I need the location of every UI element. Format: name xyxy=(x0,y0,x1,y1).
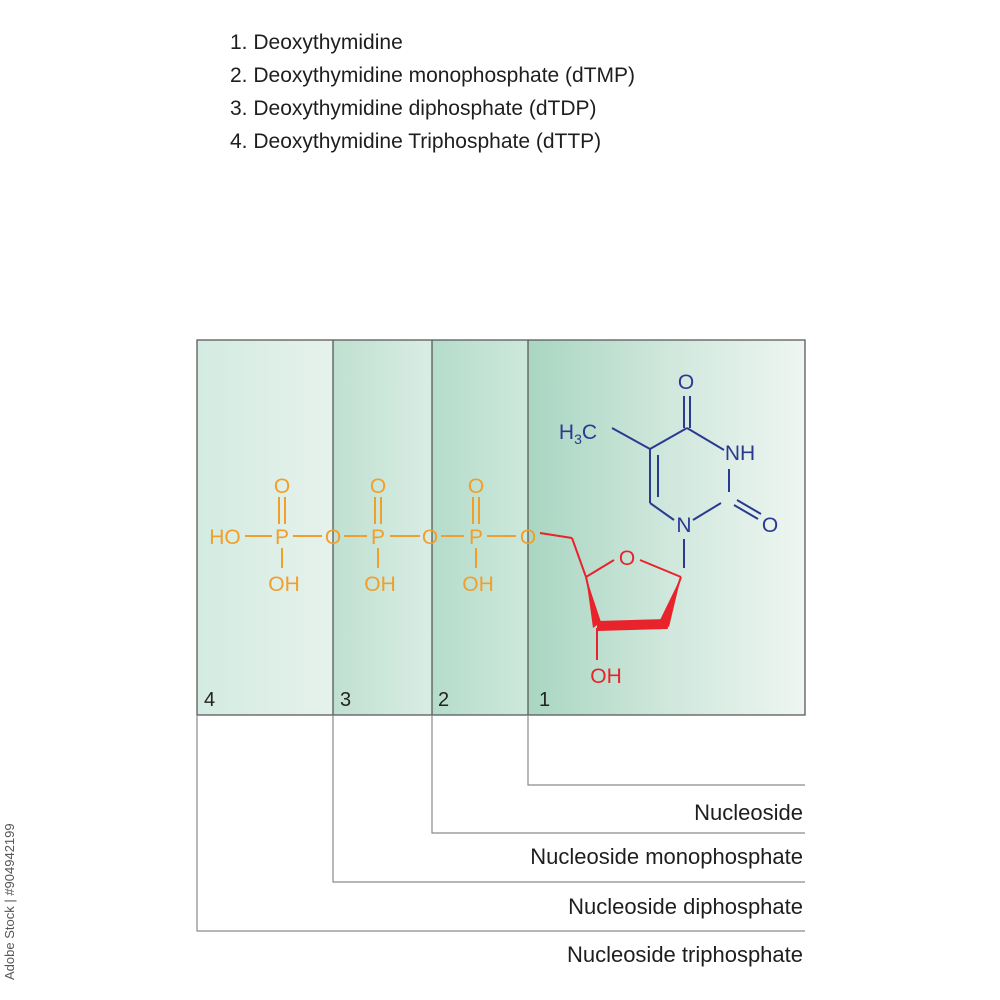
methyl-subscript: 3 xyxy=(574,431,582,447)
phosphorus-gamma: P xyxy=(275,526,289,549)
terminal-hydroxyl: HO xyxy=(209,526,241,549)
methyl-carbon: C xyxy=(582,421,597,444)
legend-name: Deoxythymidine xyxy=(253,31,403,54)
imide-nh: NH xyxy=(725,442,755,465)
legend-name: Deoxythymidine diphosphate (dTDP) xyxy=(253,97,597,120)
hydroxyl-gamma: OH xyxy=(268,573,300,596)
compound-legend: 1. Deoxythymidine 2. Deoxythymidine mono… xyxy=(230,26,635,158)
legend-item-1: 1. Deoxythymidine xyxy=(230,26,635,59)
hydroxyl-beta: OH xyxy=(364,573,396,596)
category-monophosphate: Nucleoside monophosphate xyxy=(530,844,803,869)
region-1 xyxy=(528,340,805,715)
category-triphosphate: Nucleoside triphosphate xyxy=(567,942,803,967)
legend-name: Deoxythymidine Triphosphate (dTTP) xyxy=(253,130,602,153)
region-frame xyxy=(196,339,806,716)
region-2 xyxy=(432,340,528,715)
region-label-2: 2 xyxy=(438,689,449,711)
phosphoryl-oxygen-gamma: O xyxy=(274,475,290,498)
thymine-base: O NH O N H3C xyxy=(559,371,778,568)
methyl-group: H3C xyxy=(559,421,597,447)
region-label-4: 4 xyxy=(204,689,215,711)
sugar-hydroxyl: OH xyxy=(590,665,622,688)
category-brackets xyxy=(196,715,805,932)
legend-number: 2. xyxy=(230,64,248,87)
bridge-oxygen-gamma: O xyxy=(325,526,341,549)
phosphate-chain: HO P O OH O P O OH O P O OH O xyxy=(209,475,536,596)
deoxyribose-sugar: O OH xyxy=(539,532,682,688)
region-label-3: 3 xyxy=(340,689,351,711)
stock-credit: Adobe Stock | #904942199 xyxy=(2,823,17,980)
legend-item-4: 4. Deoxythymidine Triphosphate (dTTP) xyxy=(230,125,635,158)
bridge-oxygen-alpha: O xyxy=(520,526,536,549)
bridge-oxygen-beta: O xyxy=(422,526,438,549)
legend-number: 3. xyxy=(230,97,248,120)
legend-item-3: 3. Deoxythymidine diphosphate (dTDP) xyxy=(230,92,635,125)
methyl-hydrogen: H xyxy=(559,421,574,444)
region-3 xyxy=(333,340,432,715)
legend-number: 4. xyxy=(230,130,248,153)
ring-oxygen: O xyxy=(619,547,635,570)
legend-item-2: 2. Deoxythymidine monophosphate (dTMP) xyxy=(230,59,635,92)
carbonyl-oxygen-c2: O xyxy=(762,514,778,537)
phosphorus-beta: P xyxy=(371,526,385,549)
carbonyl-oxygen-c4: O xyxy=(678,371,694,394)
legend-number: 1. xyxy=(230,31,248,54)
category-diphosphate: Nucleoside diphosphate xyxy=(568,894,803,919)
legend-name: Deoxythymidine monophosphate (dTMP) xyxy=(253,64,636,87)
category-nucleoside: Nucleoside xyxy=(694,800,803,825)
hydroxyl-alpha: OH xyxy=(462,573,494,596)
region-label-1: 1 xyxy=(539,689,550,711)
phosphoryl-oxygen-alpha: O xyxy=(468,475,484,498)
region-4 xyxy=(197,340,333,715)
phosphorus-alpha: P xyxy=(469,526,483,549)
phosphoryl-oxygen-beta: O xyxy=(370,475,386,498)
glycosidic-nitrogen: N xyxy=(676,514,691,537)
